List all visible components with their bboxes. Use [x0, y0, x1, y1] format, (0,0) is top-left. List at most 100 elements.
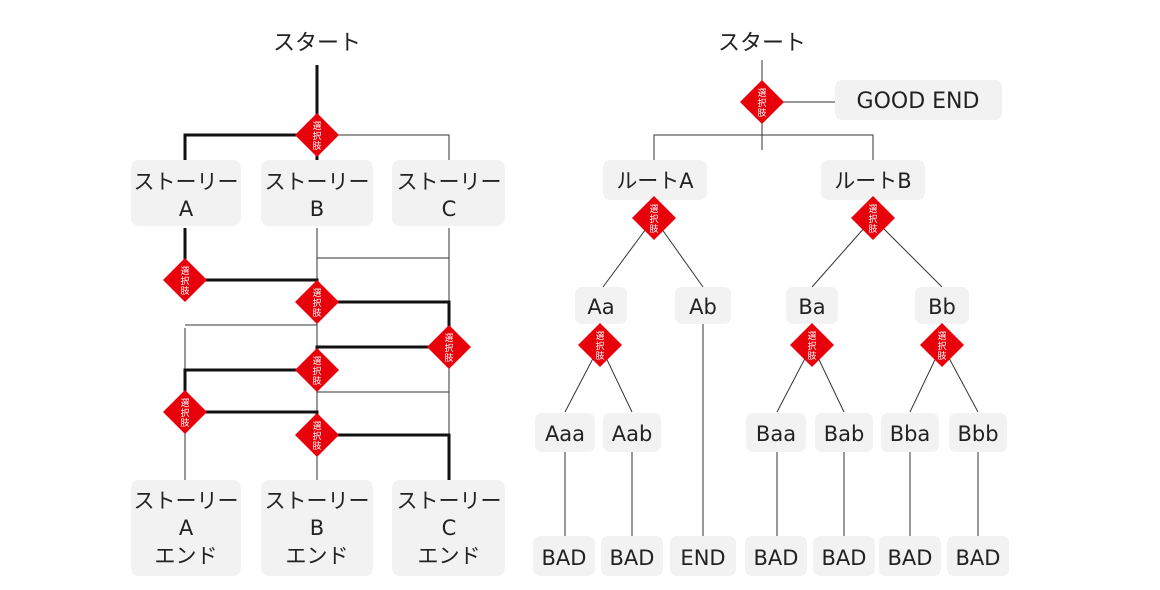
choice-diamond: 選択肢 — [740, 80, 784, 124]
end-label: BAD — [956, 546, 1001, 570]
node-aab: Aab — [603, 413, 661, 452]
node-aaa: Aaa — [535, 413, 595, 452]
choice-char: 選 — [312, 421, 321, 432]
right-start-label: スタート — [718, 31, 806, 56]
end-label: BAD — [754, 546, 799, 570]
choice-char: 選 — [757, 88, 766, 99]
good-end-box: GOOD END — [835, 80, 1002, 120]
choice-diamond: 選択肢 — [295, 348, 339, 392]
route-label: ルートB — [834, 169, 911, 193]
end-box-suffix: エンド — [155, 544, 218, 568]
node-bba: Bba — [881, 413, 939, 452]
choice-char: 択 — [807, 340, 816, 352]
choice-diamond: 選択肢 — [427, 325, 471, 369]
left-story-box-a: ストーリー A — [131, 160, 241, 226]
route-b-box: ルートB — [821, 160, 925, 200]
choice-char: 択 — [444, 342, 453, 354]
choice-char: 肢 — [180, 417, 189, 429]
choice-char: 肢 — [937, 350, 946, 362]
choice-diamond: 選択肢 — [851, 196, 895, 240]
choice-char: 択 — [312, 130, 321, 142]
choice-char: 選 — [807, 331, 816, 342]
node-label: Aa — [587, 295, 614, 319]
choice-char: 肢 — [312, 140, 321, 152]
end-box-title: ストーリー — [397, 489, 502, 513]
end-label: BAD — [888, 546, 933, 570]
choice-diamond: 選択肢 — [295, 280, 339, 324]
node-aa: Aa — [575, 287, 627, 324]
route-a-box: ルートA — [603, 160, 707, 200]
end-label: BAD — [822, 546, 867, 570]
node-label: Aaa — [545, 422, 585, 446]
node-label: Baa — [756, 422, 796, 446]
choice-diamond: 選択肢 — [163, 258, 207, 302]
choice-diamond: 選択肢 — [295, 413, 339, 457]
choice-char: 択 — [312, 365, 321, 377]
choice-char: 肢 — [649, 223, 658, 235]
node-bb: Bb — [915, 287, 969, 324]
good-end-label: GOOD END — [857, 89, 980, 114]
left-story-box-c: ストーリー C — [392, 160, 505, 226]
choice-char: 択 — [649, 213, 658, 225]
story-box-letter: B — [310, 197, 324, 221]
choice-char: 選 — [312, 121, 321, 132]
node-label: Bba — [890, 422, 931, 446]
choice-char: 肢 — [807, 350, 816, 362]
choice-char: 択 — [180, 407, 189, 419]
end-box-letter: B — [310, 516, 324, 540]
node-baa: Baa — [746, 413, 806, 452]
node-bbb: Bbb — [949, 413, 1007, 452]
end-node: BAD — [813, 536, 875, 576]
route-label: ルートA — [616, 169, 694, 193]
left-end-box-c: ストーリー C エンド — [392, 480, 505, 576]
story-box-title: ストーリー — [134, 170, 239, 194]
end-box-letter: A — [179, 516, 194, 540]
left-diagram: スタート ストーリー A ストーリー B ストーリー C ストーリー A エンド… — [131, 31, 505, 576]
end-node: BAD — [601, 536, 663, 576]
choice-char: 選 — [312, 356, 321, 367]
story-box-title: ストーリー — [397, 170, 502, 194]
choice-diamond: 選択肢 — [790, 323, 834, 367]
choice-diamond: 選択肢 — [920, 323, 964, 367]
choice-diamond: 選択肢 — [163, 390, 207, 434]
choice-char: 選 — [649, 204, 658, 215]
node-ab: Ab — [675, 287, 731, 324]
choice-char: 選 — [868, 204, 877, 215]
choice-char: 択 — [937, 340, 946, 352]
node-label: Ab — [689, 295, 717, 319]
end-box-letter: C — [442, 516, 457, 540]
choice-char: 肢 — [757, 107, 766, 119]
end-label: BAD — [610, 546, 655, 570]
choice-char: 択 — [312, 430, 321, 442]
choice-char: 肢 — [312, 440, 321, 452]
choice-diamond: 選択肢 — [578, 323, 622, 367]
choice-char: 肢 — [312, 307, 321, 319]
choice-char: 選 — [312, 288, 321, 299]
end-node: BAD — [879, 536, 941, 576]
end-node: BAD — [947, 536, 1009, 576]
end-node: BAD — [745, 536, 807, 576]
end-box-title: ストーリー — [134, 489, 239, 513]
node-label: Bab — [824, 422, 865, 446]
choice-char: 択 — [595, 340, 604, 352]
choice-char: 肢 — [868, 223, 877, 235]
right-diagram: スタート GOOD END ルートA ルートB Aa Ab Ba Bb Aaa … — [533, 31, 1009, 576]
story-box-letter: C — [442, 197, 457, 221]
left-story-box-b: ストーリー B — [261, 160, 373, 226]
choice-char: 選 — [595, 331, 604, 342]
end-label: BAD — [542, 546, 587, 570]
choice-char: 択 — [312, 297, 321, 309]
node-label: Ba — [798, 295, 825, 319]
node-label: Bbb — [957, 422, 998, 446]
story-box-title: ストーリー — [265, 170, 370, 194]
node-label: Bb — [928, 295, 956, 319]
choice-char: 選 — [180, 266, 189, 277]
choice-char: 選 — [180, 398, 189, 409]
end-node: BAD — [533, 536, 595, 576]
end-node: END — [670, 536, 736, 576]
choice-char: 選 — [937, 331, 946, 342]
node-label: Aab — [612, 422, 653, 446]
choice-char: 選 — [444, 333, 453, 344]
end-label: END — [680, 546, 725, 570]
